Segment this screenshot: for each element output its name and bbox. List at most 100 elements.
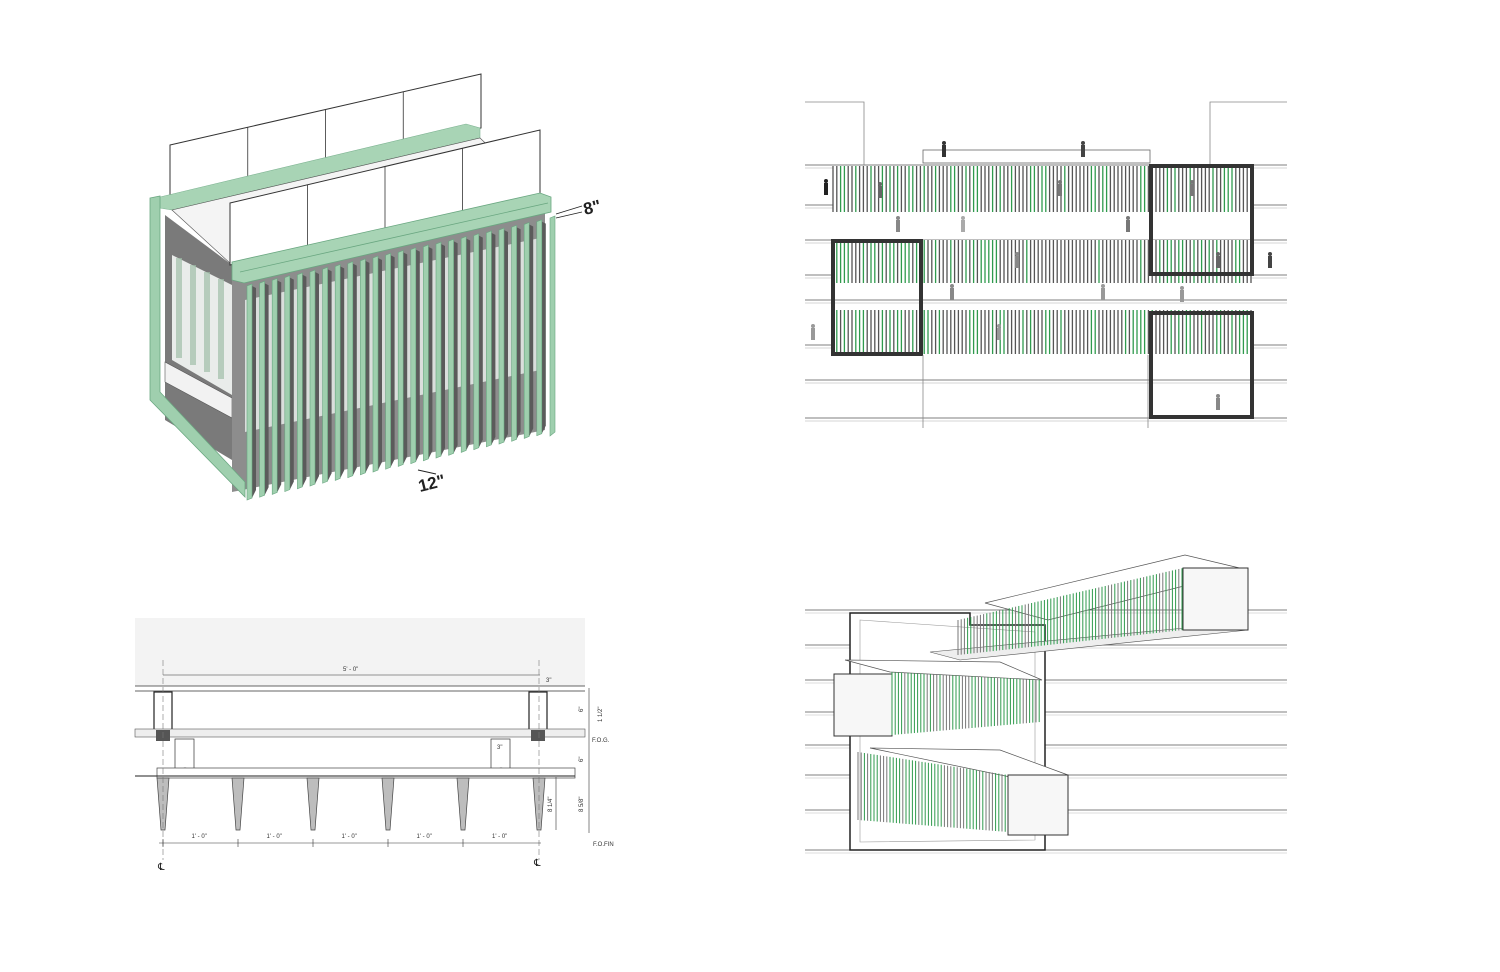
slat-shadow (415, 249, 420, 462)
clamp-right (531, 730, 545, 741)
slat-shadow (466, 238, 471, 451)
slat-shadow (340, 266, 345, 479)
building-outline-left (805, 101, 865, 165)
fin-slat (385, 252, 391, 470)
centerline-symbol-left: ℄ (157, 862, 165, 873)
slat-shadow (541, 221, 546, 434)
middle-bridge-end (833, 673, 893, 737)
slat-shadow (390, 255, 395, 468)
interior-slat (218, 279, 224, 379)
person-figure (1216, 252, 1220, 256)
person-figure (878, 182, 882, 186)
fin (456, 777, 470, 831)
spacing-dimension-label: 12" (416, 471, 447, 496)
fin-spacing-label: 1' - 0" (342, 834, 357, 840)
slat-shadow (491, 232, 496, 445)
lower-bridge-end (1007, 774, 1069, 836)
fin-slat (423, 244, 429, 462)
slat-shadow (277, 280, 282, 493)
front-glass-mullions (307, 148, 463, 248)
slat-shadow (478, 235, 483, 448)
people-figures (811, 141, 1272, 410)
fin-depth-inner-label: 8 1/4" (548, 797, 554, 812)
slat-shadow (403, 252, 408, 465)
slat-shadow (264, 283, 269, 496)
person-figure (1058, 180, 1062, 184)
bridge-roof-top (922, 149, 1151, 164)
person-figure (1216, 398, 1220, 410)
person-figure (1190, 180, 1194, 184)
depth-dim-line (555, 205, 583, 215)
fin-slat (498, 227, 505, 445)
person-figure (1126, 220, 1130, 232)
person-figure (1101, 288, 1105, 300)
fin-depth-outer-label: 8 5/8" (579, 797, 585, 812)
void-inner-outline (859, 619, 1036, 843)
person-figure (997, 328, 1001, 340)
person-figure (1190, 184, 1194, 196)
left-end-frame (149, 195, 246, 498)
person-figure (1058, 184, 1062, 196)
person-figure (896, 216, 900, 220)
fin-slat (246, 283, 253, 501)
right-end-fin (549, 215, 556, 437)
upper-bridge-slats (957, 568, 1183, 655)
interior-glazing-slats (176, 258, 224, 379)
person-figure (1268, 256, 1272, 268)
slat-shadow (365, 260, 370, 473)
fin-slat (347, 261, 354, 479)
person-figure (1015, 256, 1019, 268)
person-figure (824, 183, 828, 195)
person-figure (1081, 145, 1085, 157)
depth-dim-line (555, 211, 583, 219)
fin-slat (360, 258, 366, 476)
plate-width-label: 3" (497, 745, 502, 751)
middle-bridge-roof (844, 659, 1043, 681)
slat-shadow (441, 244, 445, 457)
isometric-bridge-module: 8" 12" (149, 73, 603, 501)
person-figure (1101, 284, 1105, 288)
person-figure (1180, 290, 1184, 302)
slat-shadow (352, 263, 357, 476)
person-figure (878, 186, 882, 198)
fin-slat (460, 236, 467, 453)
person-figure (997, 324, 1001, 328)
interior-slat (190, 265, 196, 365)
beam-groove (239, 202, 549, 273)
detail-background (135, 618, 585, 686)
person-figure (942, 141, 946, 145)
slat-shadow (428, 246, 433, 459)
building-outline-right (1209, 101, 1287, 165)
fin-detail-section: 5' - 0" 3" 3" 1' - 0"1' - 0"1' - 0"1' - … (134, 618, 614, 873)
person-figure (811, 324, 815, 328)
base-rail (156, 767, 576, 779)
glazing-band (134, 728, 586, 738)
fin (306, 777, 320, 831)
perspective-bridges (805, 554, 1287, 854)
upper-bridge-end (1182, 567, 1249, 631)
fin-slat (297, 272, 303, 490)
interior-slat (204, 272, 210, 372)
overall-width-label: 5' - 0" (343, 667, 358, 673)
lower-height-label: 6" (579, 757, 585, 762)
centerline-symbol-right: ℄ (533, 858, 541, 869)
person-figure (950, 288, 954, 300)
fin-slat (448, 238, 454, 456)
slat-shadow (252, 286, 256, 498)
person-figure (1216, 394, 1220, 398)
fin-slat (372, 255, 379, 473)
fin-slat (284, 275, 291, 493)
slat-shadow (529, 224, 534, 437)
fin-slat (486, 230, 492, 448)
fin-spacing-label: 1' - 0" (492, 834, 507, 840)
person-figure (824, 179, 828, 183)
person-figure (961, 220, 965, 232)
person-figure (1015, 252, 1019, 256)
slat-shadow (516, 227, 521, 440)
slat-shadow (315, 272, 319, 485)
middle-bridge-slats (891, 672, 1040, 735)
slat-shadow (453, 241, 458, 454)
lower-bridge-slats (857, 752, 1006, 832)
bridge-frame-upper-right (1149, 164, 1254, 276)
spacing-dim-line (417, 469, 437, 475)
